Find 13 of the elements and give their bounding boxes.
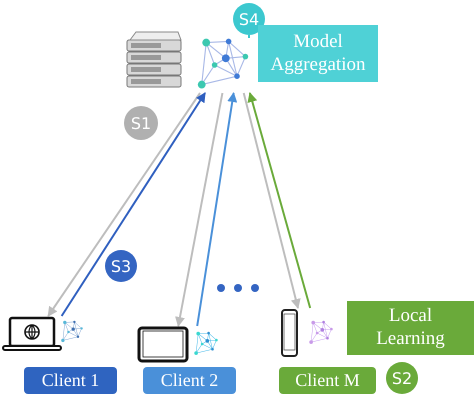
arrow [196,92,238,326]
aggregation-box: Model Aggregation [258,25,378,82]
step-badge: S3 [105,250,137,282]
step-badge: S1 [124,106,158,140]
arrow [175,92,224,327]
step-badge: S4 [233,3,265,35]
client-label: Client 1 [24,367,117,394]
step-badge: S2 [386,362,418,394]
learning-box: Local Learning [347,301,474,355]
arrow [242,92,301,309]
client-label: Client 2 [143,367,236,394]
arrow [248,92,312,308]
client-label: Client M [279,367,376,394]
